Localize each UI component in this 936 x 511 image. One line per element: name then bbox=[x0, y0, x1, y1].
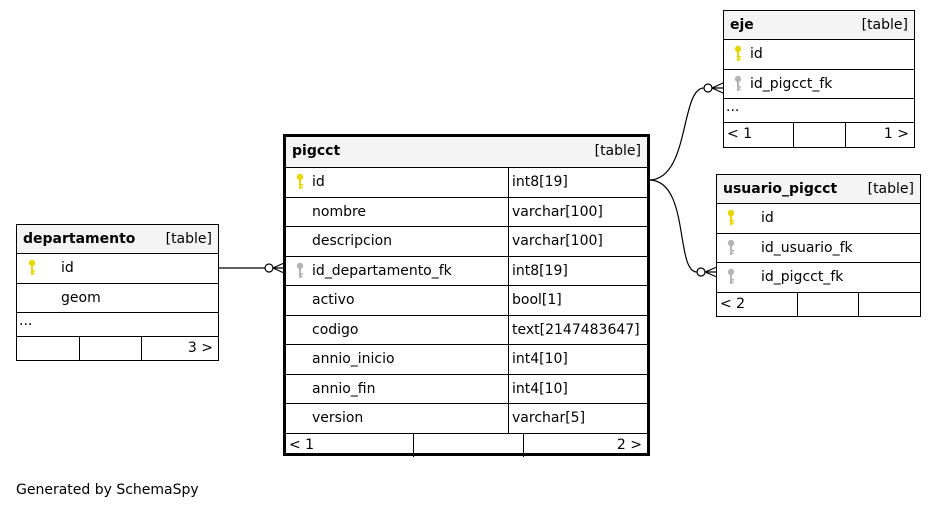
children-link[interactable]: 1 > bbox=[845, 123, 914, 147]
edge-pigcct-usuario bbox=[648, 179, 718, 278]
generated-by-caption: Generated by SchemaSpy bbox=[16, 482, 199, 498]
parents-link[interactable] bbox=[17, 337, 79, 360]
column-name: id bbox=[761, 210, 774, 226]
table-footer: < 2 bbox=[717, 292, 920, 317]
column-rows: id int8[19] nombre varchar[100] descripc… bbox=[286, 168, 647, 434]
edge-pigcct-eje bbox=[648, 82, 724, 181]
primary-key-icon bbox=[734, 45, 742, 61]
footer-cell bbox=[797, 292, 858, 317]
column-type: varchar[100] bbox=[508, 227, 647, 256]
column-row-id-departamento-fk[interactable]: id_departamento_fk int8[19] bbox=[286, 256, 647, 286]
table-footer: < 1 1 > bbox=[724, 123, 914, 147]
table-header: usuario_pigcct [table] bbox=[717, 175, 920, 204]
table-kind: [table] bbox=[867, 181, 914, 197]
column-row-annio-inicio[interactable]: annio_inicio int4[10] bbox=[286, 345, 647, 375]
column-row-id-pigcct-fk[interactable]: id_pigcct_fk bbox=[717, 263, 920, 293]
column-name: id bbox=[312, 174, 325, 190]
table-kind: [table] bbox=[594, 143, 641, 159]
table-name: usuario_pigcct bbox=[723, 181, 838, 197]
parents-link[interactable]: < 2 bbox=[720, 295, 746, 312]
column-type: int8[19] bbox=[508, 168, 647, 197]
table-kind: [table] bbox=[861, 17, 908, 33]
more-columns: ... bbox=[724, 99, 914, 123]
table-name: eje bbox=[730, 17, 754, 33]
children-link[interactable] bbox=[858, 292, 920, 317]
primary-key-icon bbox=[28, 259, 36, 275]
column-row-nombre[interactable]: nombre varchar[100] bbox=[286, 197, 647, 227]
table-pigcct[interactable]: pigcct [table] id int8[19] nombre varcha… bbox=[283, 134, 650, 457]
table-footer: 3 > bbox=[17, 337, 218, 360]
foreign-key-icon bbox=[727, 268, 735, 284]
column-row-geom[interactable]: geom bbox=[17, 284, 218, 313]
parents-link[interactable]: < 1 bbox=[727, 126, 753, 142]
more-columns: ... bbox=[17, 313, 218, 337]
column-name: id bbox=[750, 46, 763, 62]
column-row-id[interactable]: id int8[19] bbox=[286, 168, 647, 198]
column-row-activo[interactable]: activo bool[1] bbox=[286, 286, 647, 316]
children-link[interactable]: 2 > bbox=[523, 433, 647, 457]
column-type: text[2147483647] bbox=[508, 315, 647, 344]
column-name: descripcion bbox=[312, 233, 393, 249]
column-name: id_pigcct_fk bbox=[750, 75, 833, 92]
column-name: annio_fin bbox=[312, 380, 376, 397]
column-name: geom bbox=[61, 289, 101, 306]
column-name: id bbox=[61, 260, 74, 276]
column-name: id_departamento_fk bbox=[312, 262, 452, 279]
table-header: eje [table] bbox=[724, 11, 914, 40]
column-type: bool[1] bbox=[508, 286, 647, 315]
column-row-id-pigcct-fk[interactable]: id_pigcct_fk bbox=[724, 70, 914, 99]
column-row-id-usuario-fk[interactable]: id_usuario_fk bbox=[717, 234, 920, 263]
parents-link[interactable]: < 1 bbox=[289, 436, 315, 453]
primary-key-icon bbox=[296, 173, 304, 189]
column-name: annio_inicio bbox=[312, 351, 395, 367]
column-row-descripcion[interactable]: descripcion varchar[100] bbox=[286, 227, 647, 257]
column-row-id[interactable]: id bbox=[724, 40, 914, 70]
children-link[interactable]: 3 > bbox=[141, 337, 218, 360]
column-type: int8[19] bbox=[508, 256, 647, 285]
table-header: departamento [table] bbox=[17, 225, 218, 254]
table-header: pigcct [table] bbox=[286, 137, 647, 168]
table-departamento[interactable]: departamento [table] id geom ... 3 > bbox=[16, 224, 219, 361]
column-type: varchar[100] bbox=[508, 197, 647, 226]
table-name: departamento bbox=[23, 231, 136, 247]
column-name: id_pigcct_fk bbox=[761, 269, 844, 285]
column-type: varchar[5] bbox=[508, 404, 647, 433]
table-usuario-pigcct[interactable]: usuario_pigcct [table] id id_usuario_fk … bbox=[716, 174, 921, 317]
foreign-key-icon bbox=[734, 75, 742, 91]
table-footer: < 1 2 > bbox=[286, 433, 647, 457]
column-row-id[interactable]: id bbox=[17, 254, 218, 284]
column-name: codigo bbox=[312, 321, 359, 338]
column-name: id_usuario_fk bbox=[761, 239, 853, 256]
column-row-annio-fin[interactable]: annio_fin int4[10] bbox=[286, 374, 647, 404]
table-eje[interactable]: eje [table] id id_pigcct_fk ... < 1 1 > bbox=[723, 10, 915, 148]
foreign-key-icon bbox=[296, 262, 304, 278]
primary-key-icon bbox=[727, 209, 735, 225]
column-row-codigo[interactable]: codigo text[2147483647] bbox=[286, 315, 647, 345]
column-row-version[interactable]: version varchar[5] bbox=[286, 404, 647, 434]
foreign-key-icon bbox=[727, 239, 735, 255]
column-type: int4[10] bbox=[508, 345, 647, 374]
column-row-id[interactable]: id bbox=[717, 204, 920, 234]
column-name: nombre bbox=[312, 203, 367, 220]
column-name: activo bbox=[312, 292, 355, 308]
footer-cell bbox=[79, 337, 141, 360]
footer-cell bbox=[413, 433, 523, 457]
column-type: int4[10] bbox=[508, 374, 647, 403]
footer-cell bbox=[793, 123, 845, 147]
edge-departamento-pigcct bbox=[218, 262, 285, 274]
table-kind: [table] bbox=[165, 231, 212, 247]
column-name: version bbox=[312, 410, 364, 426]
table-name: pigcct bbox=[292, 143, 341, 159]
